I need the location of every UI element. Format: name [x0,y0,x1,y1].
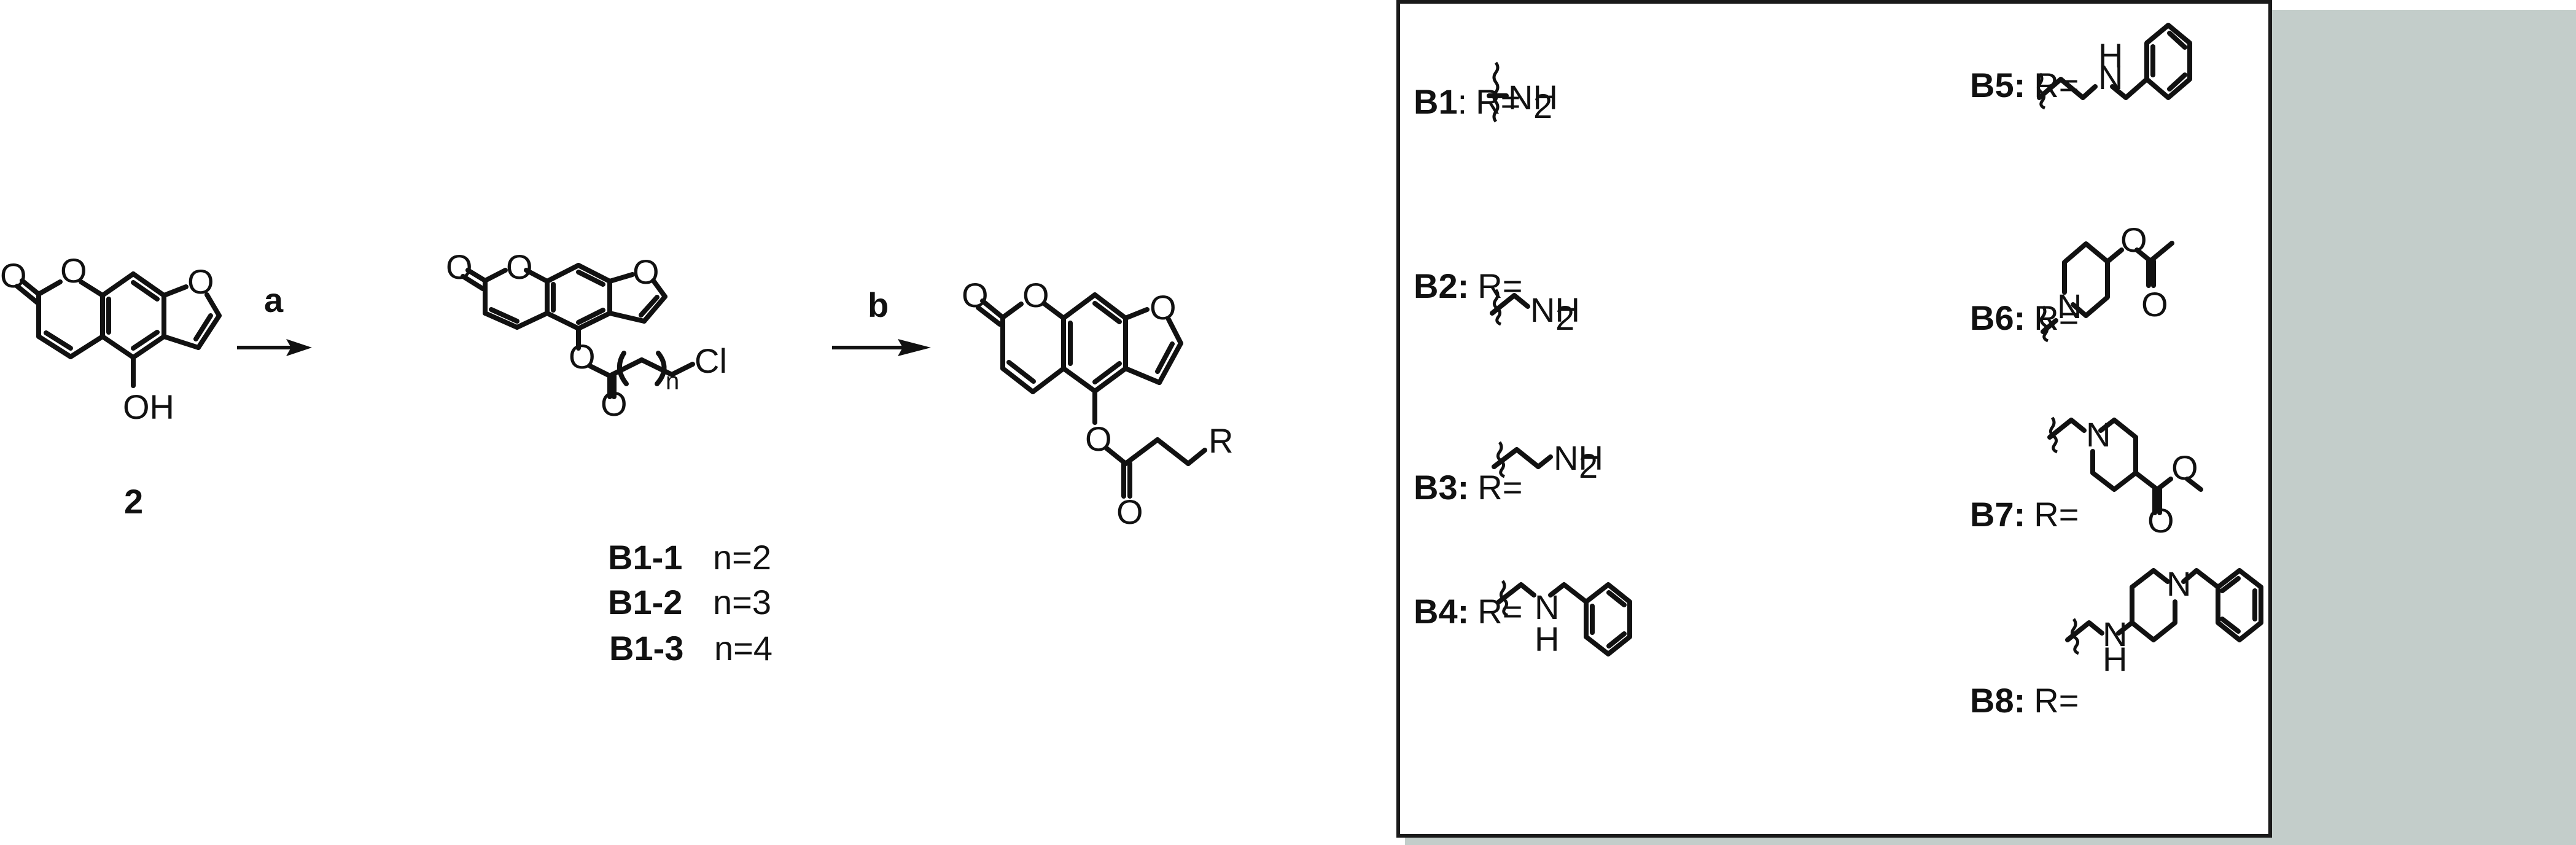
atom-n: N [2166,564,2191,603]
atom-o-carbonyl: O [446,247,473,286]
atom-subscript-2: 2 [1555,298,1574,337]
atom-o-ester-carbonyl: O [601,384,628,423]
atom-h: H [1535,620,1559,658]
atom-o-carbonyl: O [0,256,27,295]
atom-o: O [2141,285,2168,324]
atom-n: N [2098,58,2123,96]
b1-structure [1487,61,1509,123]
atom-o-furan: O [187,262,214,301]
step-a-label: a [264,281,284,319]
atom-o-furan: O [1150,288,1177,327]
variant-n: n=2 [713,538,771,577]
r-group-label-b3: B3:R= [1414,468,1522,507]
product-structure [976,292,1207,499]
atom-o-furan: O [632,252,660,291]
atom-o-lactone: O [1022,276,1049,314]
atom-r: R [1208,421,1233,460]
variant-n: n=4 [714,629,772,668]
intermediate-structure [461,263,695,399]
atom-n: N [2086,415,2111,454]
r-group-label-b4: B4:R= [1414,592,1522,631]
atom-o-ester: O [569,337,596,376]
b7-structure [2047,416,2203,515]
variant-id: B1-3 [609,629,683,668]
b6-structure [2039,241,2174,343]
atom-nh: NH [1554,438,1603,477]
atom-o-ester-carbonyl: O [1116,493,1143,531]
atom-nh: NH [1508,78,1558,117]
variant-id: B1-2 [608,583,682,621]
atom-o: O [2120,220,2147,259]
atom-oh: OH [123,387,174,426]
atom-o-ester: O [1085,419,1112,458]
atom-o-lactone: O [506,247,533,286]
b4-structure [1496,580,1632,656]
r-group-label-b7: B7:R= [1970,495,2079,534]
atom-o-lactone: O [60,251,87,290]
r-group-box [1396,0,2272,838]
atom-o-carbonyl: O [962,276,989,314]
b2-structure [1490,289,1530,326]
atom-o: O [2147,501,2174,540]
r-group-label-b8: B8:R= [1970,681,2079,720]
compound-2-label: 2 [124,482,143,521]
atom-nh: NH [1530,290,1580,329]
compound-2-structure [15,271,222,388]
atom-subscript-2: 2 [1533,87,1552,125]
atom-o: O [2171,448,2198,487]
atom-n: N [2103,615,2127,653]
variant-n: n=3 [713,583,771,621]
step-b-label: b [868,286,889,324]
r-group-label-b2: B2:R= [1414,267,1522,305]
atom-cl: Cl [695,341,727,380]
b5-structure [2036,23,2192,110]
atom-n: N [1535,588,1559,626]
atom-h: H [2103,640,2127,679]
repeat-index-n: n [666,368,679,395]
r-group-label-b5: B5:R= [1970,66,2079,104]
atom-subscript-2: 2 [1579,446,1598,485]
arrow-b-icon [832,339,931,356]
arrow-a-icon [237,339,312,356]
variant-id: B1-1 [608,538,682,577]
b3-structure [1492,441,1553,478]
atom-n: N [2057,287,2082,325]
b8-structure [2065,568,2263,655]
atom-h: H [2098,36,2123,75]
